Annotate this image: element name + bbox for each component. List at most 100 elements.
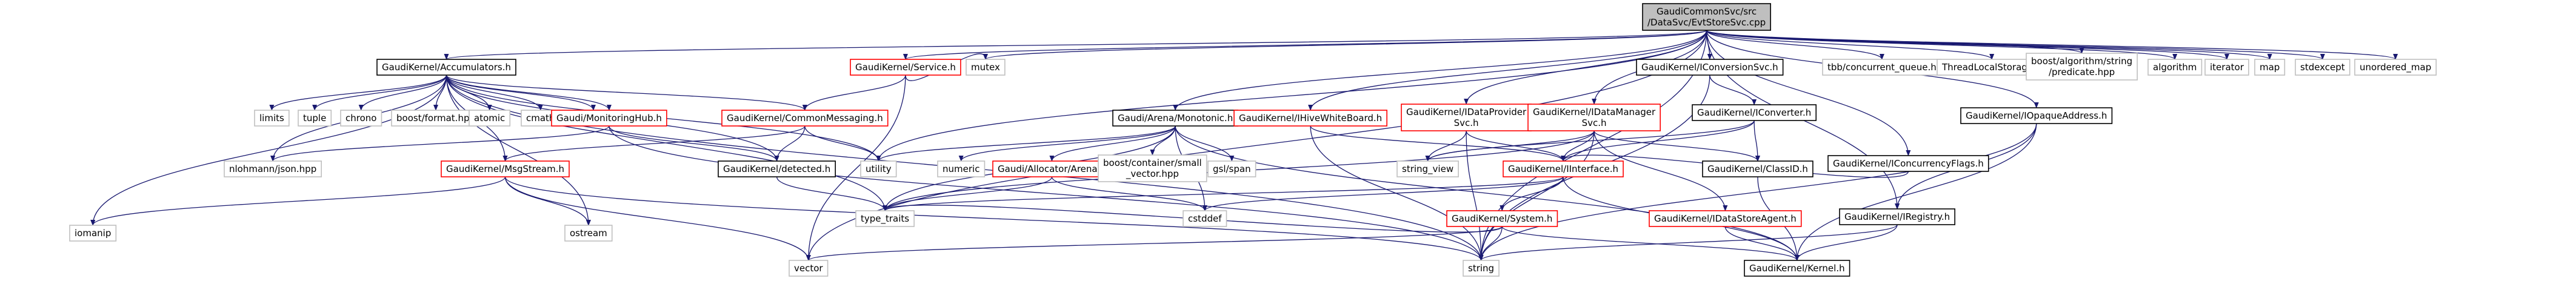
node-box (1960, 107, 2113, 124)
node-label: limits (259, 113, 284, 124)
node-boostformat: boost/format.hpp (391, 110, 481, 127)
node-box (441, 160, 570, 177)
node-iconcflags[interactable]: GaudiKernel/IConcurrencyFlags.h (1827, 155, 1989, 172)
node-iomanip: iomanip (69, 225, 117, 242)
node-string: string (1463, 260, 1500, 277)
node-label: utility (866, 163, 892, 174)
node-kernel[interactable]: GaudiKernel/Kernel.h (1744, 260, 1850, 277)
edge-root-to-mutex (983, 30, 1707, 60)
node-label: boost/format.hpp (396, 113, 475, 124)
edge-accum-to-monhub (445, 74, 612, 111)
node-box (789, 260, 829, 277)
node-service[interactable]: GaudiKernel/Service.h (850, 59, 961, 76)
node-label: gsl/span (1213, 163, 1251, 174)
edge-service-to-vector (806, 74, 906, 261)
edge-msgstream-to-iomanip (90, 176, 506, 226)
node-label: GaudiKernel/MsgStream.h (446, 163, 564, 174)
node-label: numeric (943, 163, 979, 174)
node-box (860, 160, 897, 177)
node-box (551, 110, 667, 127)
node-datastoreagent[interactable]: GaudiKernel/IDataStoreAgent.h (1649, 210, 1802, 227)
edge-arenamono-to-allocarena (1049, 125, 1176, 162)
edge-idataprov-to-string (1466, 130, 1484, 261)
node-arenamono[interactable]: Gaudi/Arena/Monotonic.h (1112, 110, 1239, 127)
node-box (1098, 154, 1207, 182)
node-iopaque[interactable]: GaudiKernel/IOpaqueAddress.h (1960, 107, 2113, 124)
edge-detected-to-typetraits (776, 176, 888, 211)
node-box (1503, 160, 1624, 177)
node-typetraits: type_traits (855, 210, 915, 227)
node-label: GaudiKernel/IDataStoreAgent.h (1654, 213, 1797, 224)
node-numeric: numeric (937, 160, 986, 177)
edge-root-to-accum (444, 30, 1707, 60)
node-cstddef: cstddef (1183, 210, 1227, 227)
node-label: Gaudi/MonitoringHub.h (556, 113, 662, 124)
node-label: GaudiKernel/System.h (1452, 213, 1552, 224)
node-map: map (2254, 59, 2286, 76)
node-label: chrono (345, 113, 376, 124)
node-accum[interactable]: GaudiKernel/Accumulators.h (376, 59, 516, 76)
edge-msgstream-to-vector (504, 176, 811, 261)
node-commsg[interactable]: GaudiKernel/CommonMessaging.h (721, 110, 889, 127)
node-box (376, 59, 516, 76)
node-label: GaudiKernel/detected.h (723, 163, 830, 174)
node-iinterface[interactable]: GaudiKernel/IInterface.h (1503, 160, 1624, 177)
node-label: GaudiKernel/IConversionSvc.h (1641, 62, 1778, 73)
node-label: cstddef (1188, 213, 1222, 224)
edge-root-to-service (903, 30, 1707, 60)
node-box (1396, 160, 1459, 177)
node-label: GaudiKernel/CommonMessaging.h (727, 113, 883, 124)
edge-iregistry-to-kernel (1794, 224, 1898, 261)
edge-msgstream-to-ostream (504, 176, 591, 226)
node-label: cmath (526, 113, 555, 124)
node-label: map (2260, 62, 2280, 73)
node-box (1527, 104, 1661, 131)
node-detected[interactable]: GaudiKernel/detected.h (718, 160, 836, 177)
node-box (254, 110, 290, 127)
node-boostpred: boost/algorithm/string/predicate.hpp (2026, 53, 2138, 81)
node-box (224, 160, 322, 177)
node-box (2354, 59, 2437, 76)
node-box (2254, 59, 2286, 76)
node-monhub[interactable]: Gaudi/MonitoringHub.h (551, 110, 667, 127)
node-root[interactable]: GaudiCommonSvc/src/DataSvc/EvtStoreSvc.c… (1642, 3, 1771, 31)
edge-service-to-commsg (802, 74, 906, 111)
edge-msgstream-to-string (504, 176, 1484, 261)
edge-allocarena-to-cstddef (1051, 176, 1207, 211)
node-label: GaudiKernel/Accumulators.h (382, 62, 511, 73)
node-label: Svc.h (1582, 117, 1607, 128)
node-allocarena[interactable]: Gaudi/Allocator/Arena.h (992, 160, 1112, 177)
node-iconverter[interactable]: GaudiKernel/IConverter.h (1692, 104, 1817, 121)
node-box (1112, 110, 1239, 127)
node-label: string_view (1402, 163, 1453, 175)
node-algorithm: algorithm (2147, 59, 2203, 76)
node-box (1827, 155, 1989, 172)
edge-iregistry-to-string (1478, 224, 1898, 261)
edge-iconverter-to-classid (1753, 120, 1760, 162)
edge-system-to-kernel (1501, 226, 1800, 261)
node-atomic: atomic (469, 110, 511, 127)
edge-root-to-tls (1706, 30, 1994, 60)
node-box (391, 110, 481, 127)
node-box (1446, 210, 1558, 227)
node-msgstream[interactable]: GaudiKernel/MsgStream.h (441, 160, 570, 177)
node-label: GaudiKernel/IInterface.h (1508, 163, 1618, 174)
node-ihive[interactable]: GaudiKernel/IHiveWhiteBoard.h (1233, 110, 1387, 127)
edge-root-to-iconcflags (1706, 30, 1911, 156)
node-nlohmann: nlohmann/json.hpp (224, 160, 322, 177)
node-iterator: iterator (2204, 59, 2249, 76)
node-umap: unordered_map (2354, 59, 2437, 76)
node-classid[interactable]: GaudiKernel/ClassID.h (1702, 160, 1814, 177)
node-iconv[interactable]: GaudiKernel/IConversionSvc.h (1636, 59, 1784, 76)
node-system[interactable]: GaudiKernel/System.h (1446, 210, 1558, 227)
node-label: type_traits (861, 213, 909, 225)
edge-root-to-iterator (1706, 30, 2229, 60)
node-label: GaudiKernel/ClassID.h (1707, 163, 1808, 174)
edge-iopaque-to-kernel (1794, 123, 2037, 261)
edge-commsg-to-utility (804, 125, 881, 162)
edge-accum-to-commsg (445, 74, 807, 111)
node-box (966, 59, 1006, 76)
node-iregistry[interactable]: GaudiKernel/IRegistry.h (1839, 208, 1955, 225)
